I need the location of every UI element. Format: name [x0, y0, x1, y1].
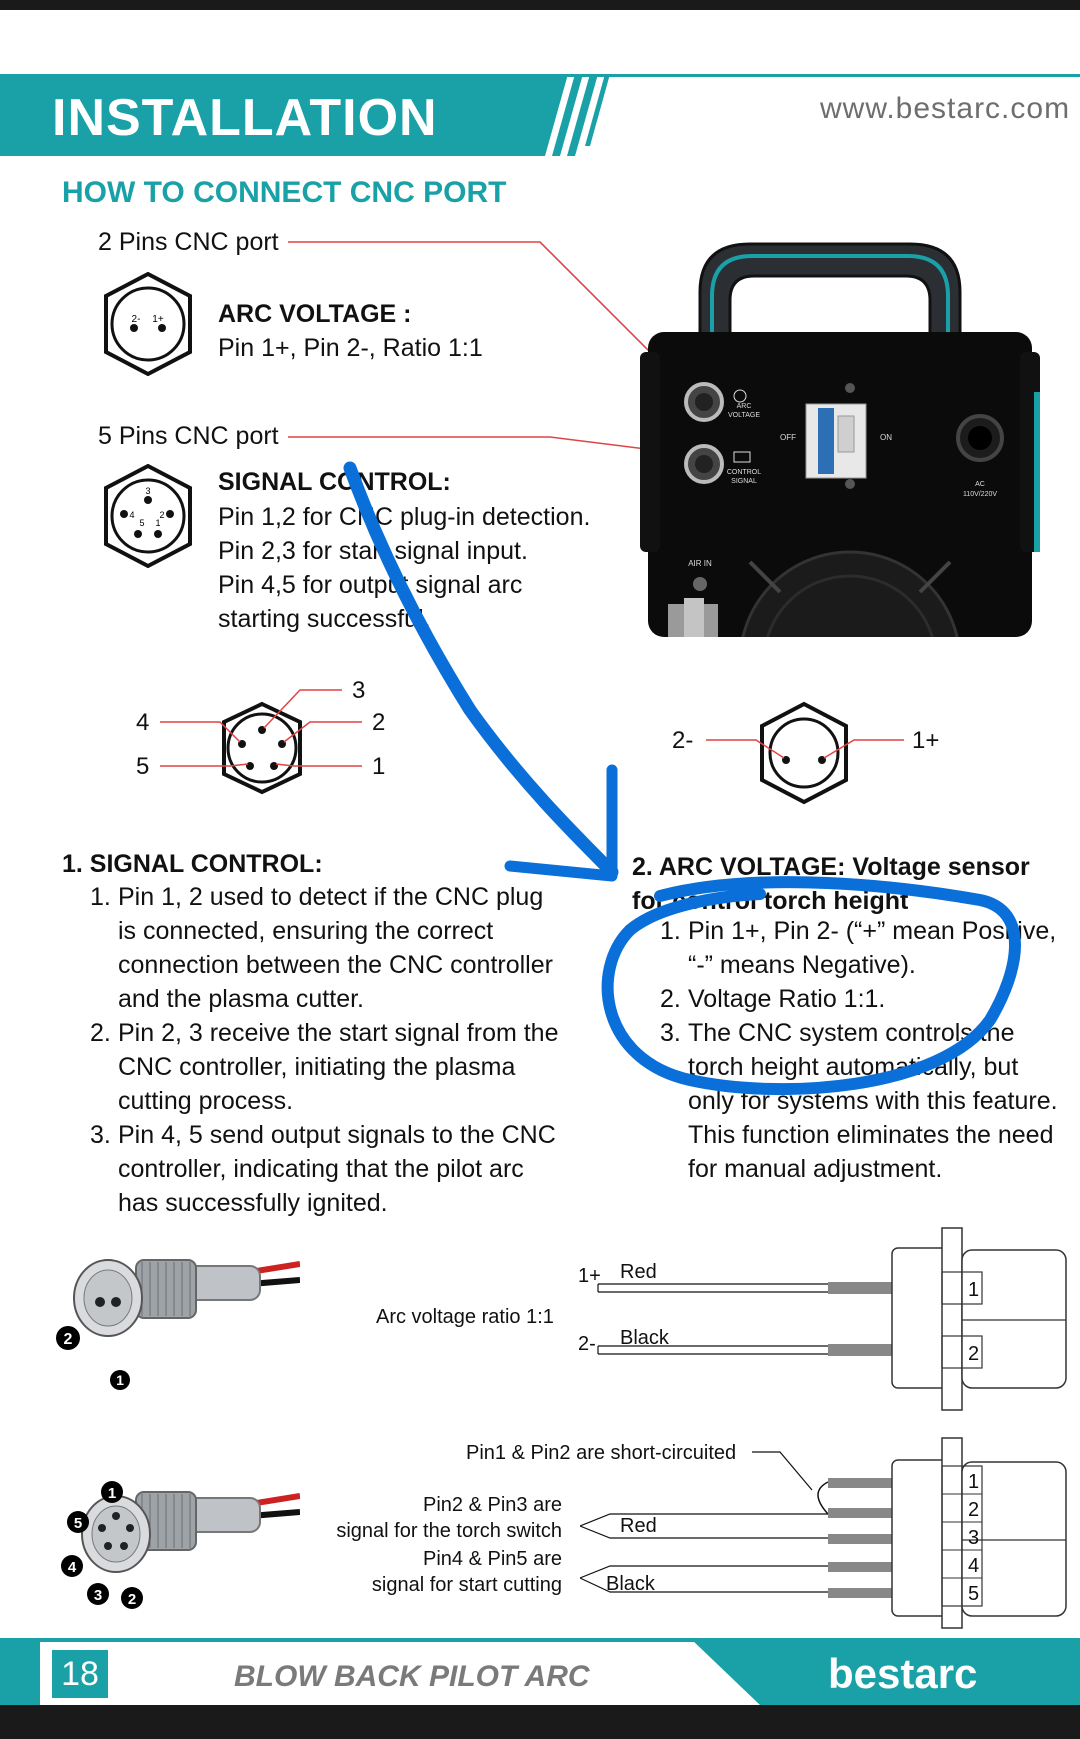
- plasma-cutter-back-panel: ARC VOLTAGE CONTROL SIGNAL OFF ON AC 110…: [640, 242, 1040, 637]
- port5-line: Pin 1,2 for CNC plug-in detection.: [218, 503, 591, 531]
- machine-arc-voltage-label: ARC: [737, 403, 752, 410]
- manual-page: INSTALLATION www.bestarc.com HOW TO CONN…: [0, 10, 1080, 1705]
- port5-line: starting successful.: [218, 605, 431, 633]
- section-title: HOW TO CONNECT CNC PORT: [62, 176, 507, 209]
- wiring5-red: Red: [620, 1515, 657, 1537]
- photo5-pin-1: 1: [108, 1485, 116, 1502]
- svg-text:110V/220V: 110V/220V: [963, 491, 997, 498]
- five-pin-label-1: 1: [372, 753, 385, 780]
- two-pin-connector-photo: 2 1: [56, 1259, 300, 1390]
- wiring5-pin-1: 1: [968, 1471, 979, 1493]
- machine-control-signal-label: CONTROL: [727, 469, 761, 476]
- footer-title: BLOW BACK PILOT ARC: [234, 1660, 590, 1693]
- photo5-pin-5: 5: [74, 1515, 82, 1532]
- wiring5-pin-2: 2: [968, 1499, 979, 1521]
- port5-heading: SIGNAL CONTROL:: [218, 468, 451, 496]
- five-pin-diagram: 3 4 2 5 1: [136, 677, 385, 795]
- port2-heading: ARC VOLTAGE :: [218, 300, 412, 328]
- wiring2-black: Black: [620, 1327, 670, 1349]
- photo5-pin-2: 2: [128, 1591, 136, 1608]
- wiring5-pin-5: 5: [968, 1583, 979, 1605]
- five-pin-label-5: 5: [136, 753, 149, 780]
- machine-air-in-label: AIR IN: [688, 559, 712, 568]
- header-title: INSTALLATION: [52, 89, 438, 147]
- signal-control-list: 1.Pin 1, 2 used to detect if the CNC plu…: [90, 880, 560, 1220]
- list-item: 2.Pin 2, 3 receive the start signal from…: [90, 1019, 559, 1115]
- footer-bar: [0, 1638, 1080, 1705]
- port2-label: 2 Pins CNC port: [98, 228, 279, 256]
- wiring2-pin-1: 1: [968, 1279, 979, 1301]
- list-item: 2.Voltage Ratio 1:1.: [660, 985, 886, 1013]
- brand-logo: bestarc: [828, 1650, 978, 1697]
- photo2-pin-1: 1: [116, 1372, 124, 1388]
- list-item: 1.Pin 1, 2 used to detect if the CNC plu…: [90, 883, 553, 1013]
- five-pin-label-2: 2: [372, 709, 385, 736]
- port2-icon-pin-a: 2-: [132, 314, 141, 325]
- photo5-pin-4: 4: [68, 1559, 77, 1576]
- wiring2-pin-2: 2: [968, 1343, 979, 1365]
- port5-label: 5 Pins CNC port: [98, 422, 279, 450]
- list-item: 1.Pin 1+, Pin 2- (“+” mean Positive, “-”…: [660, 917, 1057, 979]
- five-pin-wiring-diagram: Red Black 1 2 3 4 5: [580, 1437, 1067, 1629]
- two-pin-wiring-diagram: 1+ 2- Red Black 1 2: [578, 1227, 1067, 1411]
- short-circuit-note: Pin1 & Pin2 are short-circuited: [466, 1442, 737, 1464]
- port5-icon-pin-4: 4: [129, 510, 134, 520]
- svg-text:AC: AC: [975, 481, 985, 488]
- header-bar: [0, 74, 1080, 156]
- arc-voltage-ratio-caption: Arc voltage ratio 1:1: [376, 1306, 554, 1328]
- port5-icon-pin-1: 1: [155, 518, 160, 528]
- five-pin-label-3: 3: [352, 677, 365, 704]
- machine-on-label: ON: [880, 433, 892, 442]
- wiring5-pin-4: 4: [968, 1555, 979, 1577]
- port5-icon: 4 3 2 5 1: [104, 464, 192, 568]
- port5-icon-pin-2: 2: [159, 510, 164, 520]
- wiring5-pin-3: 3: [968, 1527, 979, 1549]
- wiring2-red: Red: [620, 1261, 657, 1283]
- two-pin-label-right: 1+: [912, 727, 939, 754]
- start-cutting-note-line2: signal for start cutting: [371, 1574, 562, 1596]
- port5-line: Pin 4,5 for output signal arc: [218, 571, 523, 599]
- port2-desc: Pin 1+, Pin 2-, Ratio 1:1: [218, 334, 483, 362]
- svg-text:VOLTAGE: VOLTAGE: [728, 412, 760, 419]
- photo5-pin-3: 3: [94, 1587, 102, 1604]
- blue-annotation-overlay: [343, 461, 1021, 1096]
- wiring2-minus: 2-: [578, 1333, 596, 1355]
- two-pin-label-left: 2-: [672, 727, 693, 754]
- wiring2-plus: 1+: [578, 1265, 601, 1287]
- start-cutting-note-line1: Pin4 & Pin5 are: [423, 1548, 562, 1570]
- photo2-pin-2: 2: [64, 1331, 73, 1348]
- page-number: 18: [50, 1648, 110, 1700]
- header-url: www.bestarc.com: [820, 92, 1071, 125]
- torch-switch-note-line2: signal for the torch switch: [336, 1520, 562, 1542]
- five-pin-label-4: 4: [136, 709, 149, 736]
- port5-icon-pin-5: 5: [139, 518, 144, 528]
- machine-off-label: OFF: [780, 433, 796, 442]
- five-pin-connector-photo: 1 5 4 3 2: [61, 1481, 300, 1609]
- port2-icon-pin-b: 1+: [152, 314, 164, 325]
- port5-icon-pin-3: 3: [145, 486, 150, 496]
- svg-text:SIGNAL: SIGNAL: [731, 478, 757, 485]
- two-pin-diagram: 2- 1+: [672, 701, 939, 805]
- signal-control-heading: 1. SIGNAL CONTROL:: [62, 850, 323, 878]
- list-item: 3.Pin 4, 5 send output signals to the CN…: [90, 1121, 556, 1217]
- port2-icon: 2- 1+: [104, 272, 192, 376]
- torch-switch-note-line1: Pin2 & Pin3 are: [423, 1494, 562, 1516]
- wiring5-black: Black: [606, 1573, 656, 1595]
